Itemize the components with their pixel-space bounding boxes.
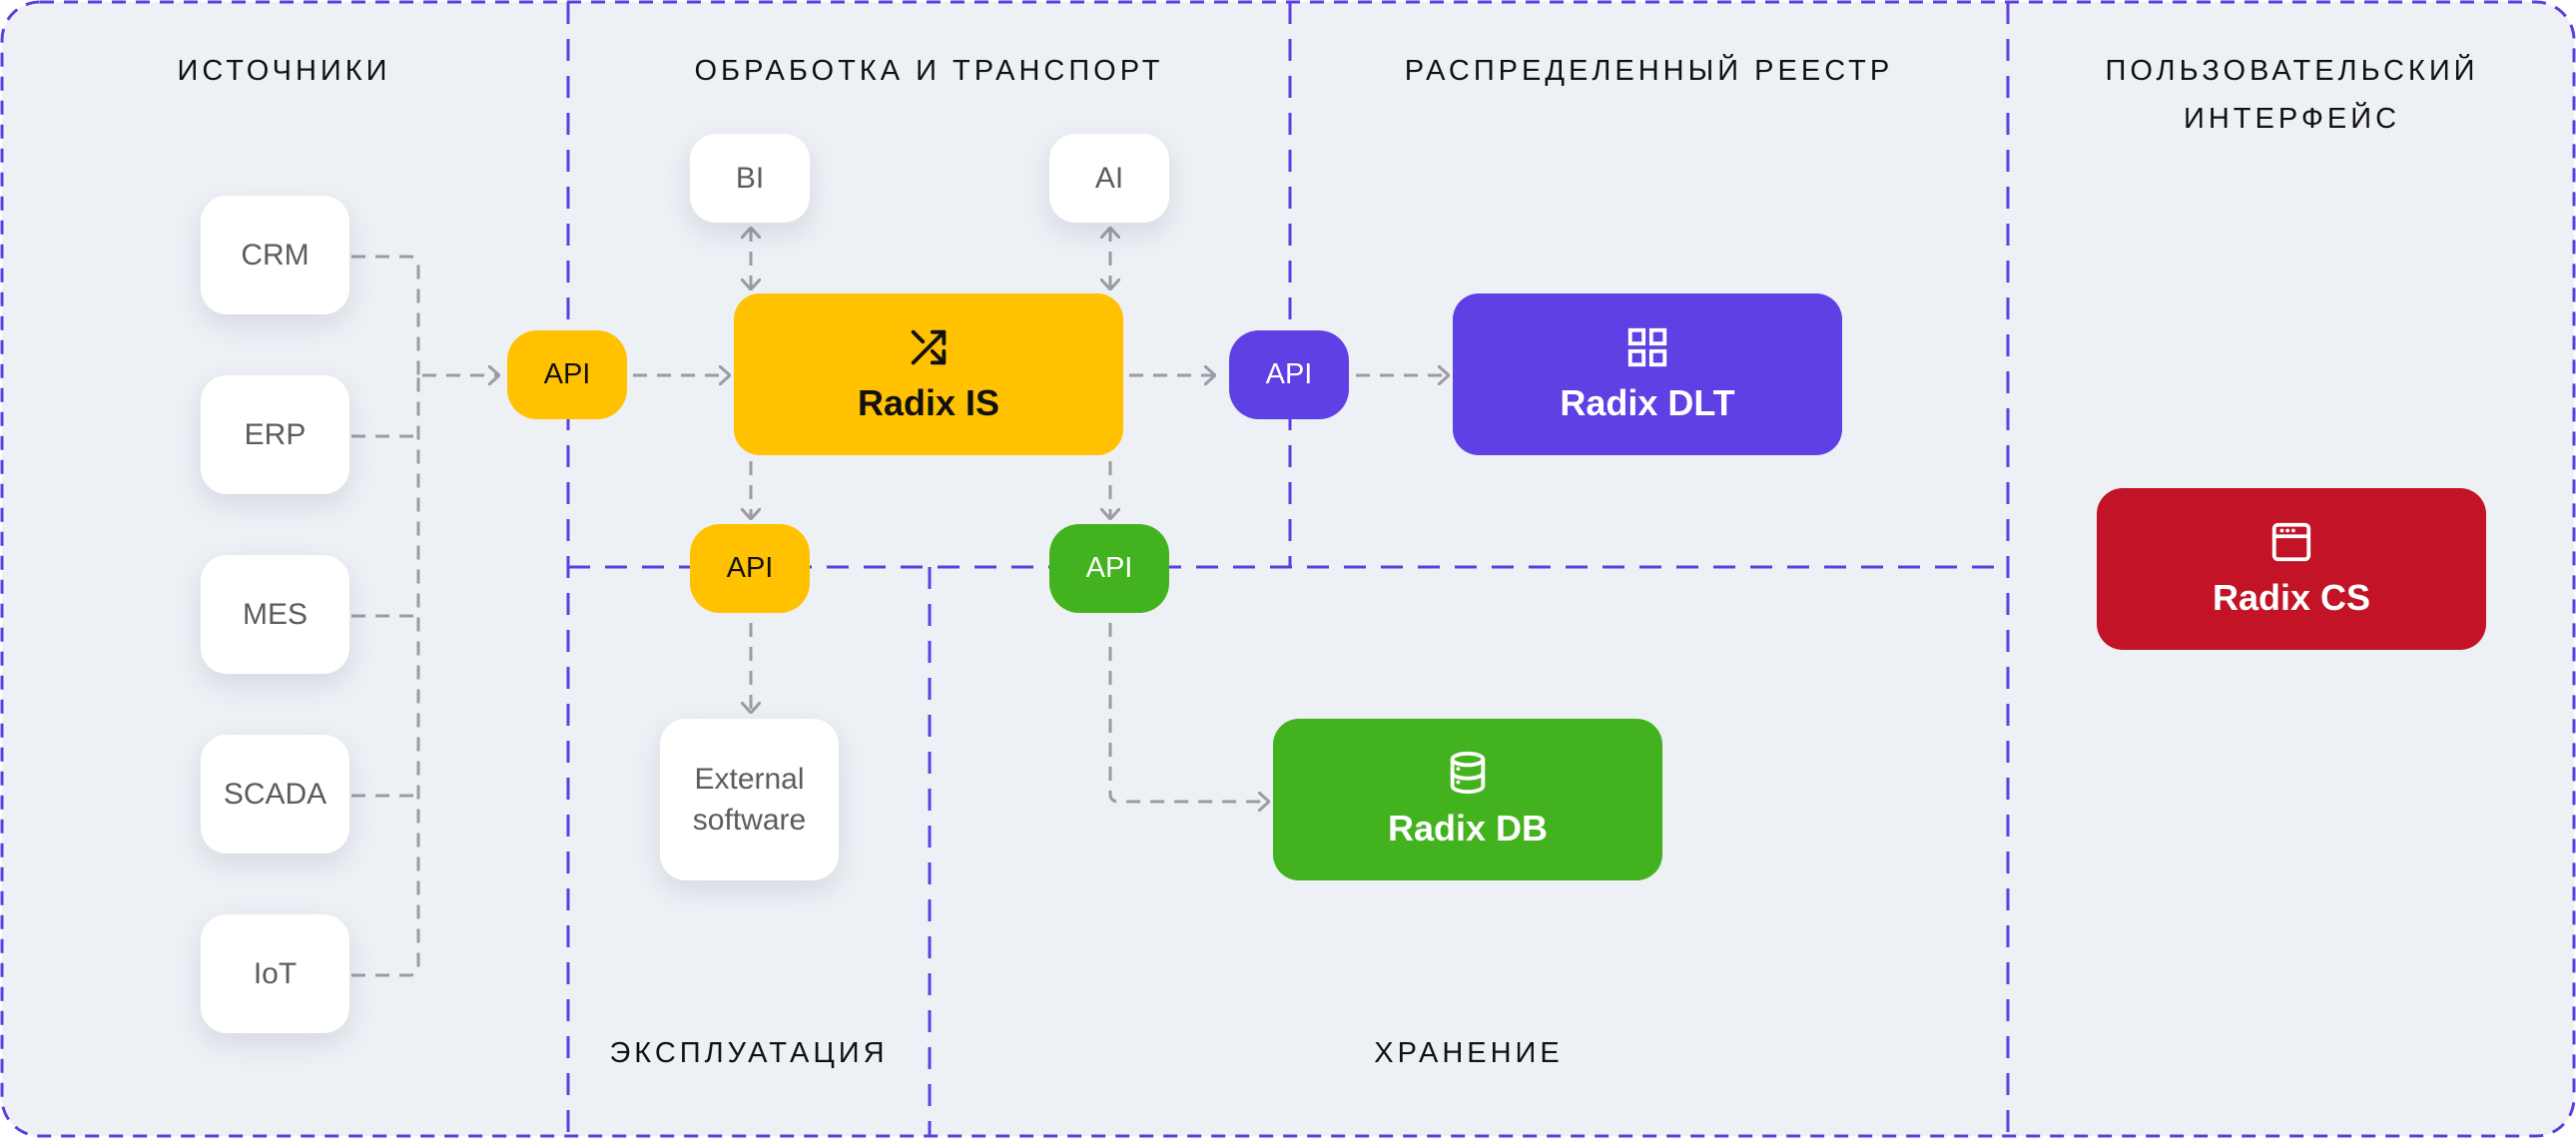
- connector-api-to-db: [1108, 623, 1269, 802]
- api-operation[interactable]: API: [690, 524, 810, 613]
- section-title-sources: Источники: [177, 55, 391, 87]
- source-mes[interactable]: MES: [201, 555, 349, 674]
- product-radix-db[interactable]: Radix DB: [1273, 719, 1662, 880]
- product-radix-dlt-label: Radix DLT: [1560, 382, 1735, 423]
- product-radix-cs-label: Radix CS: [2212, 577, 2371, 618]
- source-erp[interactable]: ERP: [201, 375, 349, 494]
- external-software-line2: software: [692, 804, 807, 837]
- api-ledger[interactable]: API: [1229, 330, 1349, 419]
- section-title-processing: Обработка и транспорт: [694, 55, 1164, 87]
- database-icon: [1450, 751, 1486, 795]
- section-title-storage: Хранение: [1374, 1037, 1564, 1069]
- shuffle-icon: [911, 329, 947, 365]
- product-radix-db-label: Radix DB: [1387, 808, 1549, 849]
- external-software-line1: External: [694, 763, 805, 796]
- analytics-ai[interactable]: AI: [1049, 134, 1169, 223]
- source-scada[interactable]: SCADA: [201, 735, 349, 854]
- analytics-bi[interactable]: BI: [690, 134, 810, 223]
- source-iot[interactable]: IoT: [201, 914, 349, 1033]
- product-radix-is[interactable]: Radix IS: [734, 293, 1123, 455]
- product-radix-dlt[interactable]: Radix DLT: [1453, 293, 1842, 455]
- browser-window-icon: [2271, 522, 2311, 562]
- section-title-ledger: Распределенный реестр: [1404, 55, 1894, 87]
- section-title-ui-line1: Пользовательский: [2105, 55, 2479, 87]
- section-title-ui-line2: интерфейс: [2183, 103, 2401, 135]
- source-crm[interactable]: CRM: [201, 196, 349, 314]
- api-ingest[interactable]: API: [507, 330, 627, 419]
- section-title-operation: Эксплуатация: [609, 1037, 889, 1069]
- product-radix-cs[interactable]: Radix CS: [2097, 488, 2486, 650]
- grid-icon: [1627, 327, 1667, 367]
- connector-iot: [351, 375, 420, 977]
- connector-crm: [351, 255, 420, 375]
- product-radix-is-label: Radix IS: [857, 382, 1000, 423]
- api-storage[interactable]: API: [1049, 524, 1169, 613]
- external-software[interactable]: External software: [660, 719, 839, 880]
